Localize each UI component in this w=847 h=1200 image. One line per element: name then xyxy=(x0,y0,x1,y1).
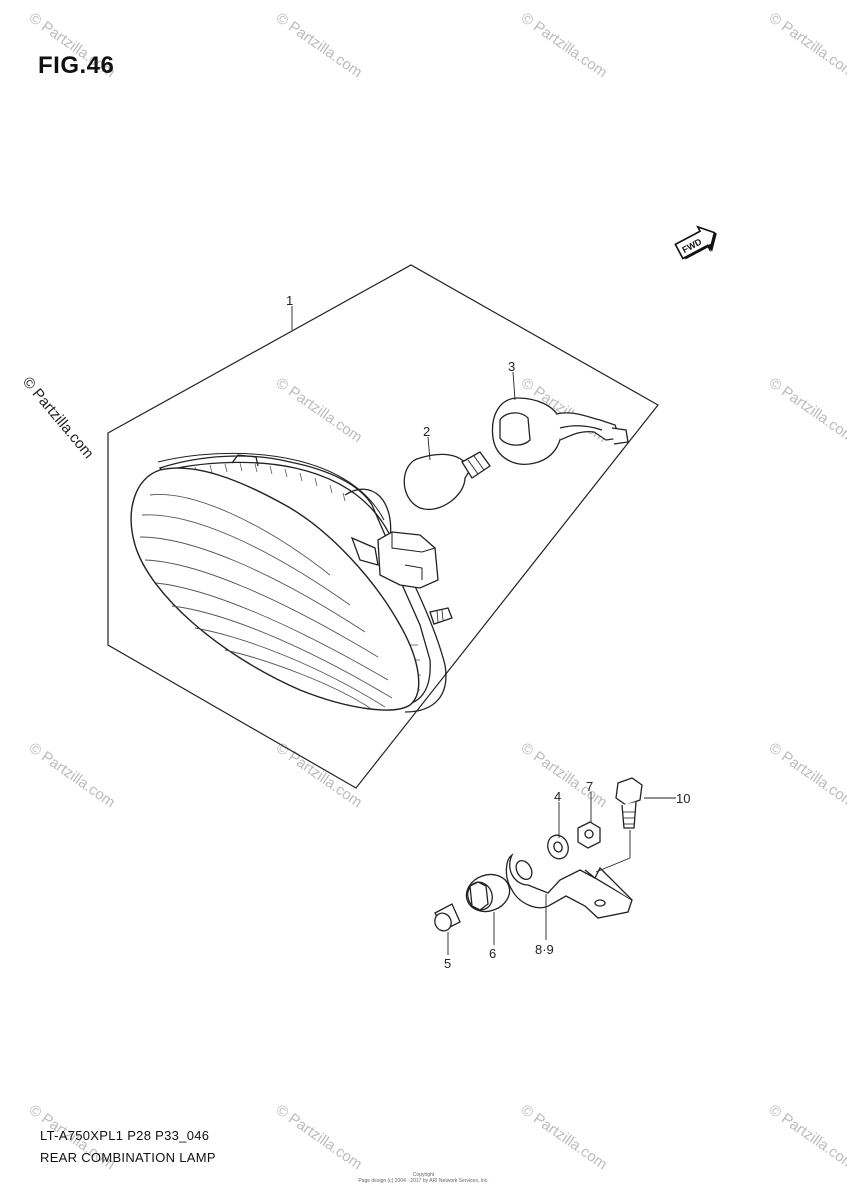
callout-5: 5 xyxy=(444,956,451,971)
watermark: © Partzilla.com xyxy=(518,9,611,81)
leader-lines xyxy=(291,306,676,955)
callout-10: 10 xyxy=(676,791,690,806)
bracket xyxy=(505,853,633,919)
figure-title: FIG.46 xyxy=(38,52,115,79)
watermark: © Partzilla.com xyxy=(766,9,847,81)
model-code: LT-A750XPL1 P28 P33_046 xyxy=(40,1128,210,1143)
watermark: © Partzilla.com xyxy=(273,374,366,446)
grommet xyxy=(465,873,511,913)
lamp-lens xyxy=(130,467,420,711)
callout-2: 2 xyxy=(423,424,430,439)
copyright-line: Page design (c) 2004 - 2017 by ARI Netwo… xyxy=(358,1178,489,1184)
bolt xyxy=(615,777,643,829)
washer xyxy=(547,834,569,860)
watermark: © Partzilla.com xyxy=(273,1101,366,1173)
part-group-name: REAR COMBINATION LAMP xyxy=(40,1150,216,1165)
watermark: © Partzilla.com xyxy=(273,9,366,81)
bulb xyxy=(403,451,491,511)
copyright-notice: Copyright Page design (c) 2004 - 2017 by… xyxy=(0,1172,847,1184)
callout-4: 4 xyxy=(554,789,561,804)
watermark: © Partzilla.com xyxy=(766,374,847,446)
assembly-outline xyxy=(107,264,659,789)
bulb-socket xyxy=(491,397,629,465)
fwd-arrow-icon: FWD xyxy=(674,225,717,260)
collar xyxy=(434,903,461,932)
side-watermark: © Partzilla.com xyxy=(19,374,97,462)
callout-8-9: 8·9 xyxy=(535,942,554,957)
callout-labels: 1 2 3 4 7 10 5 6 8·9 xyxy=(286,293,690,971)
watermark-layer: © Partzilla.com © Partzilla.com © Partzi… xyxy=(26,9,847,1173)
watermark: © Partzilla.com xyxy=(766,739,847,811)
watermark: © Partzilla.com xyxy=(518,1101,611,1173)
watermark: © Partzilla.com xyxy=(273,739,366,811)
callout-7: 7 xyxy=(586,779,593,794)
copyright-label: Copyright xyxy=(412,1172,435,1178)
watermark: © Partzilla.com xyxy=(766,1101,847,1173)
callout-3: 3 xyxy=(508,359,515,374)
callout-1: 1 xyxy=(286,293,293,308)
nut xyxy=(577,821,601,849)
callout-6: 6 xyxy=(489,946,496,961)
watermark: © Partzilla.com xyxy=(518,739,611,811)
watermark: © Partzilla.com xyxy=(26,739,119,811)
